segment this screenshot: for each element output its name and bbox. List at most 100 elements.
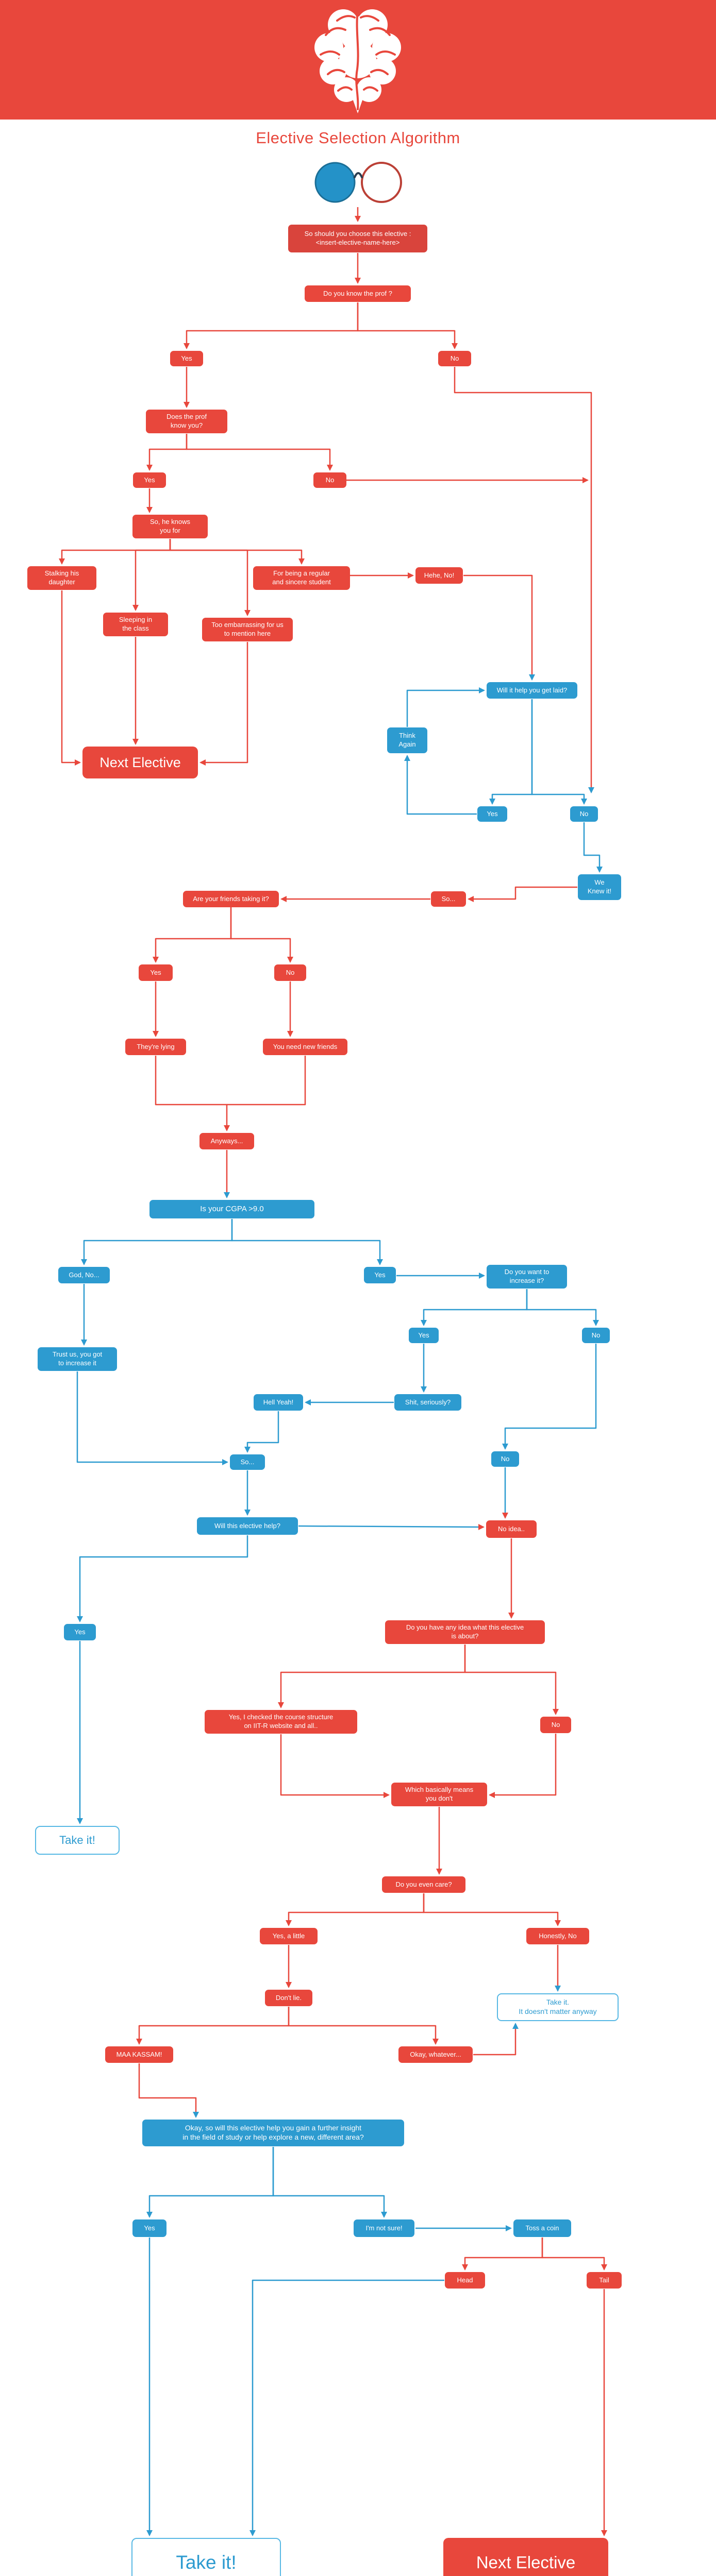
node-checked-course-structure: Yes, I checked the course structure on I… — [205, 1710, 357, 1734]
node-take-it-final: Take it! — [131, 2538, 281, 2576]
edge-checked-basically — [280, 1734, 390, 1798]
node-regular-student: For being a regular and sincere student — [253, 566, 350, 590]
edge-dontlie-kassam — [136, 2007, 290, 2045]
node-insight-question: Okay, so will this elective help you gai… — [142, 2120, 404, 2146]
edge-knowsfor-stalking — [59, 539, 171, 565]
node-theyre-lying: They're lying — [125, 1039, 186, 1055]
node-intro-question: So should you choose this elective : <in… — [288, 225, 427, 252]
edge-toss-tail — [541, 2238, 607, 2270]
header-banner — [0, 0, 716, 120]
edge-wantincrease-yes — [421, 1289, 528, 1326]
node-hell-yeah: Hell Yeah! — [254, 1394, 303, 1411]
edge-trustus-so — [76, 1371, 228, 1465]
node-think-again: Think Again — [387, 727, 427, 753]
edge-care-yeslittle — [286, 1893, 425, 1926]
node-anyways: Anyways... — [199, 1133, 254, 1149]
edge-friends-no — [230, 907, 293, 963]
edge-wantincrease-no — [526, 1289, 599, 1326]
edge-electivehelp-yes — [77, 1535, 248, 1622]
edge-weknewit-so — [468, 886, 577, 902]
glasses-left-lens — [314, 162, 356, 203]
answer-know-prof-yes: Yes — [170, 351, 203, 366]
node-honestly-no: Honestly, No — [526, 1928, 589, 1944]
node-take-it-doesnt-matter: Take it. It doesn't matter anyway — [497, 1993, 619, 2021]
node-elective-help: Will this elective help? — [197, 1517, 298, 1535]
edge-no-weknewit — [583, 822, 603, 873]
edge-stalking-nextelective — [61, 590, 81, 766]
node-prof-knows-you: Does the prof know you? — [146, 410, 227, 433]
edge-anyidea-no — [464, 1645, 559, 1715]
edge-no-no2 — [502, 1344, 597, 1450]
edge-knowsfor-sleeping — [132, 539, 171, 611]
glasses-right-lens — [361, 162, 402, 203]
edge-getlaid-yes — [489, 699, 533, 805]
glasses-icon — [314, 162, 402, 203]
edge-hellyeah-so — [244, 1411, 279, 1453]
answer-friends-yes: Yes — [139, 964, 173, 981]
answer-get-laid-yes: Yes — [477, 806, 507, 822]
edge-knowprof-no — [357, 302, 458, 349]
edge-profknows-yes — [146, 434, 188, 471]
edge-kassam-bigquestion — [138, 2063, 199, 2118]
edge-cgpa-yes — [231, 1219, 383, 1265]
edge-head-bigtakeit — [249, 2279, 444, 2536]
node-head: Head — [445, 2272, 485, 2289]
edge-embarrassing-nextelective — [199, 642, 248, 766]
answer-shit-no: No — [491, 1451, 519, 1467]
edge-electivehelp-noidea — [298, 1523, 485, 1530]
node-yes-a-little: Yes, a little — [260, 1928, 318, 1944]
node-im-not-sure: I'm not sure! — [354, 2219, 414, 2237]
node-sleeping-in-class: Sleeping in the class — [103, 613, 168, 636]
node-okay-whatever: Okay, whatever... — [398, 2046, 473, 2063]
edge-no-basically — [489, 1734, 557, 1798]
node-do-you-care: Do you even care? — [382, 1876, 465, 1893]
node-god-no: God, No... — [58, 1267, 110, 1283]
node-trust-us: Trust us, you got to increase it — [38, 1347, 117, 1371]
answer-help-yes: Yes — [64, 1624, 96, 1640]
edge-knowsfor-regular — [169, 539, 305, 565]
answer-cgpa-yes: Yes — [364, 1267, 396, 1283]
edge-lying-anyways — [155, 1056, 230, 1131]
node-shit-seriously: Shit, seriously? — [394, 1394, 461, 1411]
node-maa-kassam: MAA KASSAM! — [105, 2046, 173, 2063]
answer-increase-yes: Yes — [409, 1328, 439, 1343]
edge-knowprofno-express — [454, 367, 594, 793]
answer-prof-knows-no: No — [313, 472, 346, 488]
edge-knowprof-yes — [184, 302, 359, 349]
edge-dontlie-whatever — [288, 2007, 439, 2045]
node-stalking-daughter: Stalking his daughter — [27, 566, 96, 590]
edge-anyidea-checked — [278, 1645, 466, 1708]
node-cgpa-question: Is your CGPA >9.0 — [149, 1200, 314, 1218]
edge-newfriends-anyways — [227, 1056, 306, 1106]
node-get-laid: Will it help you get laid? — [487, 682, 577, 699]
node-no-idea: No idea.. — [486, 1520, 537, 1538]
edge-profknows-no — [186, 434, 333, 471]
answer-increase-no: No — [582, 1328, 610, 1343]
answer-friends-no: No — [274, 964, 306, 981]
edge-toss-head — [462, 2238, 543, 2270]
edge-friends-yes — [153, 907, 232, 963]
answer-know-prof-no: No — [438, 351, 471, 366]
node-too-embarrassing: Too embarrassing for us to mention here — [202, 618, 293, 641]
edge-care-honestlyno — [423, 1893, 561, 1926]
node-know-the-prof: Do you know the prof ? — [305, 285, 411, 302]
node-any-idea-about: Do you have any idea what this elective … — [385, 1620, 545, 1644]
edge-cgpa-godno — [81, 1219, 233, 1265]
node-friends-taking: Are your friends taking it? — [183, 891, 279, 907]
edge-bigquestion-notsure — [272, 2147, 387, 2218]
answer-insight-yes: Yes — [132, 2219, 166, 2237]
node-knows-you-for: So, he knows you for — [132, 515, 208, 538]
page-title: Elective Selection Algorithm — [256, 129, 460, 147]
node-need-new-friends: You need new friends — [263, 1039, 347, 1055]
node-tail: Tail — [587, 2272, 622, 2289]
node-we-knew-it: We Knew it! — [578, 874, 621, 900]
node-toss-a-coin: Toss a coin — [513, 2219, 571, 2237]
glasses-bridge — [354, 172, 363, 178]
edge-getlaid-no — [531, 699, 587, 805]
brain-icon — [314, 9, 401, 113]
edge-thinkagain-getlaid — [406, 687, 485, 727]
node-basically-means: Which basically means you don't — [391, 1783, 487, 1806]
node-hehe-no: Hehe, No! — [415, 567, 463, 584]
node-want-increase: Do you want to increase it? — [487, 1265, 567, 1289]
